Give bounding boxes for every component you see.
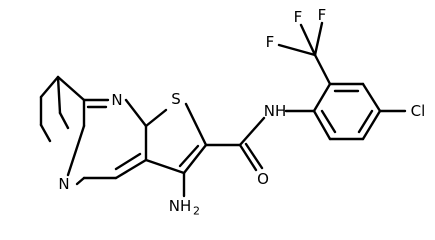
bond-thiophene-c-double-inner bbox=[178, 144, 200, 168]
bond-aryl-1-2 bbox=[312, 82, 332, 113]
bond-carbonyl-double-b bbox=[244, 142, 264, 170]
bond-cf3-to-f-left bbox=[277, 43, 317, 57]
bond-fusion-to-n bbox=[66, 124, 86, 177]
atom-label-n-quinuclidine: N bbox=[58, 175, 69, 193]
atom-label-n-pyridine: N bbox=[111, 91, 122, 109]
atom-label-cl: Cl bbox=[411, 102, 426, 120]
bond-thiophene-left-top bbox=[144, 108, 168, 128]
atom-label-f-left: F bbox=[266, 33, 275, 51]
atom-label-nh2-subscript: 2 bbox=[193, 205, 200, 218]
atom-label-nh2-amino: NH bbox=[169, 197, 192, 215]
bond-thiophene-bottom bbox=[144, 158, 186, 175]
bond-pyridine-bottom-right-inner bbox=[114, 152, 142, 171]
bond-aryl-4-5 bbox=[361, 109, 382, 141]
bond-cf3-to-f-top-left bbox=[299, 23, 317, 57]
bond-pyridine-bottom-right bbox=[114, 158, 148, 180]
chemical-structure-diagram: N N S NH O NH 2 Cl F F F bbox=[39, 6, 425, 218]
bond-lower-left bbox=[39, 123, 52, 143]
atom-label-o-carbonyl: O bbox=[257, 170, 269, 188]
bond-aryl-3-4 bbox=[361, 82, 382, 113]
bond-bridge-middle-b bbox=[58, 111, 70, 130]
bond-aryl-6-1-inner bbox=[320, 109, 337, 134]
bond-aryl-4-5-inner bbox=[357, 109, 374, 134]
bond-layer bbox=[39, 21, 407, 198]
bond-carbonyl-double-a bbox=[238, 143, 258, 172]
bond-bridgehead-right bbox=[56, 75, 86, 102]
bond-pyridine-n-right bbox=[124, 98, 148, 128]
bond-bridge-middle-a bbox=[56, 75, 62, 115]
atom-label-f-top-left: F bbox=[294, 8, 303, 26]
bond-carbonyl-to-nh bbox=[238, 116, 266, 147]
bond-n-to-pyridine-bottom bbox=[75, 176, 86, 186]
bond-aryl-to-cf3 bbox=[313, 53, 332, 86]
bond-thiophene-c-double bbox=[182, 143, 208, 175]
bond-aryl-6-1 bbox=[312, 109, 332, 141]
bond-s-to-c bbox=[184, 102, 208, 147]
atom-label-s-thiophene: S bbox=[171, 90, 181, 108]
bond-bridgehead-upper bbox=[39, 75, 60, 99]
bond-cf3-to-f-top-right bbox=[313, 21, 324, 57]
atom-label-nh-amide: NH bbox=[264, 102, 287, 120]
atom-label-layer: N N S NH O NH 2 Cl F F F bbox=[58, 6, 425, 218]
atom-label-f-top-right: F bbox=[318, 6, 327, 24]
